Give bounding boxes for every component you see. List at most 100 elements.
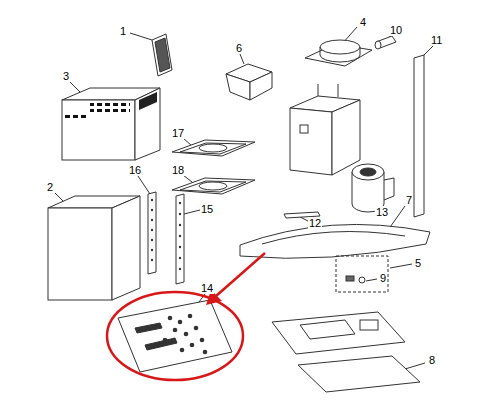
upper-chimney xyxy=(90,103,130,115)
strip-holes xyxy=(151,199,153,201)
leader-lines xyxy=(390,264,412,268)
motor-housing xyxy=(290,84,360,175)
callout-number: 9 xyxy=(379,272,387,284)
motor-housing xyxy=(290,108,332,175)
highlight-callout xyxy=(216,253,265,296)
motor-housing xyxy=(338,84,339,97)
strip-holes xyxy=(151,259,153,261)
filter-part xyxy=(155,38,170,72)
hardware-kit xyxy=(359,277,365,283)
leader-lines xyxy=(184,210,200,214)
highlight-callout xyxy=(107,292,243,380)
mounting-brackets xyxy=(180,143,246,154)
support-strips xyxy=(148,192,184,284)
mounting-brackets xyxy=(172,140,255,156)
mounting-brackets xyxy=(172,140,255,194)
panel-components xyxy=(168,316,173,321)
strip-holes xyxy=(151,249,153,251)
callout-number: 12 xyxy=(308,217,322,229)
duct-transition xyxy=(226,64,272,100)
strip-holes xyxy=(179,268,181,270)
lower-chimney xyxy=(48,196,140,300)
upper-chimney xyxy=(135,88,160,160)
support-strips xyxy=(148,192,156,274)
strip-holes xyxy=(179,235,181,237)
small-connector xyxy=(375,41,381,49)
callout-number: 3 xyxy=(62,70,70,82)
filter-plate xyxy=(298,356,420,392)
filter-part xyxy=(152,34,172,76)
filter-part xyxy=(152,34,172,76)
panel-components xyxy=(200,338,205,343)
control-panel xyxy=(145,338,177,350)
upper-chimney xyxy=(62,100,135,160)
strip-holes xyxy=(151,199,181,270)
callout-number: 18 xyxy=(171,164,185,176)
callout-number: 11 xyxy=(430,34,443,46)
leader-lines xyxy=(183,175,192,182)
leader-lines xyxy=(423,45,434,56)
lower-chimney xyxy=(112,196,140,300)
callout-number: 15 xyxy=(200,203,214,215)
leader-lines xyxy=(138,176,150,194)
upper-chimney xyxy=(65,112,89,118)
blower-wheel xyxy=(360,168,376,176)
callout-number: 16 xyxy=(128,164,142,176)
panel-components xyxy=(163,338,168,343)
long-rail xyxy=(414,55,424,217)
callout-number: 17 xyxy=(171,127,185,139)
callout-number: 2 xyxy=(46,181,54,193)
hardware-kit xyxy=(346,276,354,281)
small-connector xyxy=(376,36,396,48)
hood-canopy xyxy=(262,232,405,245)
strip-holes xyxy=(179,202,181,204)
callout-number: 4 xyxy=(359,16,367,28)
leader-lines xyxy=(130,33,152,40)
strip-holes xyxy=(179,213,181,215)
blower-wheel xyxy=(352,164,384,180)
blower-wheel xyxy=(384,178,394,200)
filter-plate xyxy=(298,356,420,392)
blower-wheel xyxy=(352,164,394,212)
panel-components xyxy=(188,314,193,319)
lower-chimney xyxy=(48,208,112,300)
callout-number: 6 xyxy=(235,42,243,54)
duct-transition xyxy=(226,74,250,100)
duct-collar xyxy=(320,47,360,62)
strip-holes xyxy=(179,257,181,259)
hood-canopy xyxy=(240,224,430,258)
duct-collar xyxy=(305,40,372,66)
hardware-kit xyxy=(336,256,388,292)
control-panel xyxy=(118,300,232,372)
duct-collar xyxy=(320,40,360,54)
panel-components xyxy=(163,314,208,355)
motor-housing xyxy=(300,125,308,133)
strip-holes xyxy=(151,229,153,231)
upper-chimney xyxy=(62,88,160,160)
callout-number: 14 xyxy=(200,282,214,294)
mounting-brackets xyxy=(180,181,246,192)
callout-number: 10 xyxy=(389,24,403,36)
strip-holes xyxy=(151,239,153,241)
panel-components xyxy=(180,348,185,353)
callout-number: 1 xyxy=(119,25,127,37)
strip-holes xyxy=(179,246,181,248)
leader-lines xyxy=(240,54,244,64)
callout-number: 8 xyxy=(428,354,436,366)
upper-chimney xyxy=(139,92,157,110)
motor-housing xyxy=(332,100,360,175)
control-panel xyxy=(135,323,162,333)
small-connector xyxy=(375,36,396,49)
mounting-brackets xyxy=(172,178,255,194)
motor-housing xyxy=(318,84,319,96)
strip-holes xyxy=(151,219,153,221)
long-rail xyxy=(414,55,424,217)
strip-holes xyxy=(151,209,153,211)
panel-components xyxy=(194,326,199,331)
strip-holes xyxy=(179,224,181,226)
panel-components xyxy=(178,320,183,325)
panel-components xyxy=(190,343,195,348)
callout-number: 7 xyxy=(405,194,413,206)
mounting-brackets xyxy=(199,182,227,190)
